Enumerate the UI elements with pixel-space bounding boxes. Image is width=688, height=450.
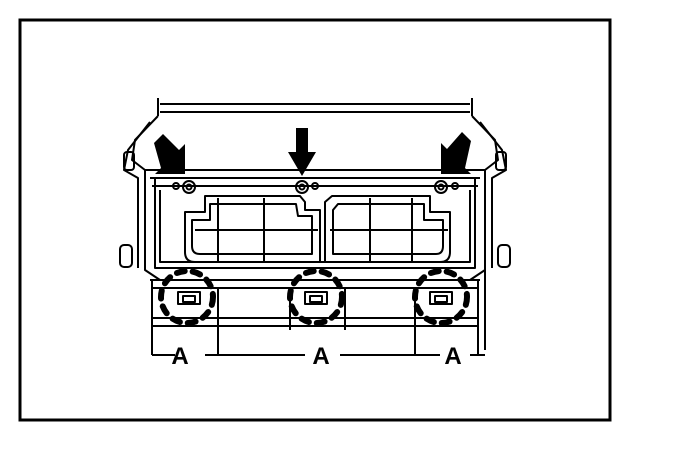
right-mounting-screw [434, 180, 459, 194]
panel-assembly [119, 98, 511, 356]
diagram-frame [18, 18, 612, 422]
arrow-right-icon [441, 132, 471, 174]
highlight-circle-right [412, 268, 470, 326]
left-mounting-screw [172, 180, 196, 194]
center-mounting-screw [295, 180, 319, 194]
arrow-left-icon [154, 134, 185, 174]
callout-label-a-center: A [312, 343, 329, 370]
callout-label-a-left: A [171, 343, 188, 370]
connector-clip-center [304, 291, 328, 305]
highlight-circle-left [158, 268, 216, 326]
connector-clip-left [177, 291, 201, 305]
arrow-center-icon [288, 128, 316, 176]
callout-label-a-right: A [444, 343, 461, 370]
connector-clip-right [429, 291, 453, 305]
highlight-circle-center [287, 268, 345, 326]
